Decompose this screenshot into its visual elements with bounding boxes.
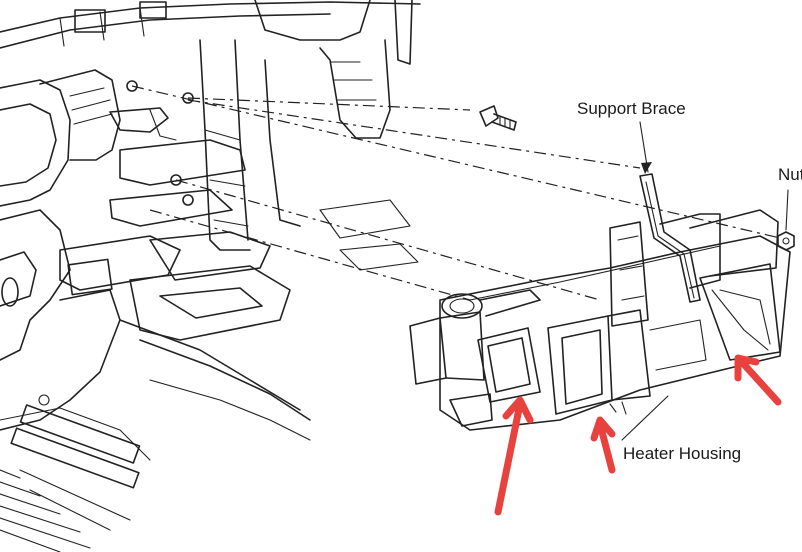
leader-lines	[621, 121, 789, 441]
red-arrow-icon	[734, 354, 782, 406]
nut-label: Nut	[778, 165, 802, 184]
red-arrow-icon	[590, 416, 616, 474]
firewall-structure	[0, 0, 421, 552]
bolt-icon	[479, 105, 517, 131]
support-brace	[639, 173, 701, 303]
red-arrows	[494, 354, 782, 516]
red-arrow-icon	[494, 396, 534, 516]
heater-housing-label: Heater Housing	[623, 444, 741, 463]
support-brace-label: Support Brace	[577, 99, 686, 118]
alignment-lines	[131, 85, 781, 301]
heater-housing	[409, 209, 791, 431]
